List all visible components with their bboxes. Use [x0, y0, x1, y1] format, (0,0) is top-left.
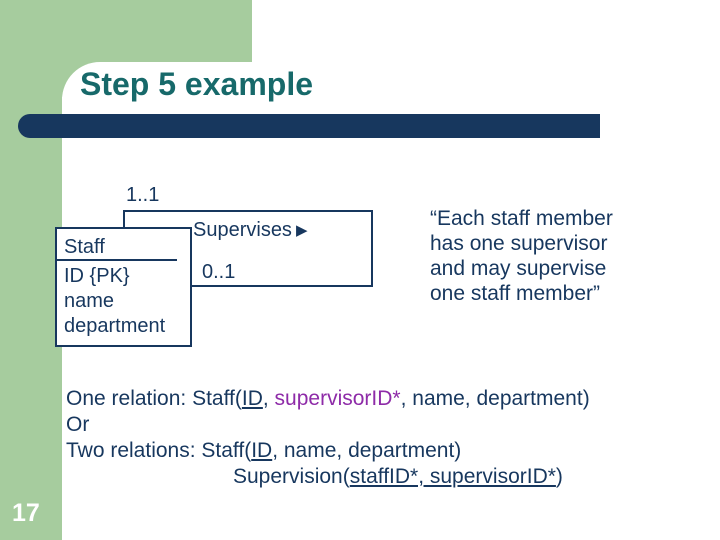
business-rule-quote: “Each staff member has one supervisor an… [430, 206, 613, 306]
multiplicity-label-top: 1..1 [126, 184, 160, 206]
supervision-suffix: ) [555, 465, 563, 488]
entity-attribute: department [64, 315, 166, 337]
two-relations-line: Two relations: Staff(ID, name, departmen… [66, 438, 590, 464]
one-relation-primary-key: ID [241, 387, 263, 410]
slide-title: Step 5 example [80, 66, 313, 102]
one-relation-prefix: One relation: Staff( [66, 387, 242, 410]
quote-line: has one supervisor [430, 232, 608, 255]
entity-attribute: name [64, 290, 115, 312]
one-relation-comma: , [262, 387, 275, 410]
quote-line: and may supervise [430, 257, 607, 280]
one-relation-suffix: , name, department) [400, 387, 590, 410]
entity-box-staff: Staff ID {PK} name department [55, 227, 192, 347]
page-number: 17 [12, 499, 40, 527]
relation-definitions: One relation: Staff(ID, supervisorID*, n… [66, 386, 590, 490]
entity-attributes: ID {PK} name department [64, 264, 165, 339]
green-accent-sidebar [0, 0, 62, 540]
two-relations-primary-key: ID [251, 439, 273, 462]
arrow-right-icon: ▶ [295, 222, 308, 239]
two-relations-suffix: , name, department) [272, 439, 462, 462]
supervision-keys: staffID*, supervisorID* [349, 465, 556, 488]
supervision-prefix: Supervision( [233, 465, 350, 488]
one-relation-line: One relation: Staff(ID, supervisorID*, n… [66, 386, 590, 412]
relationship-name-text: Supervises [193, 219, 292, 241]
two-relations-prefix: Two relations: Staff( [66, 439, 252, 462]
quote-line: “Each staff member [430, 207, 613, 230]
quote-line: one staff member” [430, 282, 601, 305]
or-line: Or [66, 413, 90, 436]
title-underline-bar [18, 114, 600, 138]
supervision-relation-line: Supervision(staffID*, supervisorID*) [233, 464, 590, 490]
entity-name: Staff [64, 236, 105, 258]
entity-name-divider [57, 259, 177, 261]
one-relation-foreign-key: supervisorID* [274, 387, 401, 410]
multiplicity-label-bottom: 0..1 [202, 261, 236, 283]
relationship-name: Supervises▶ [193, 219, 307, 242]
entity-attribute: ID {PK} [64, 265, 130, 287]
